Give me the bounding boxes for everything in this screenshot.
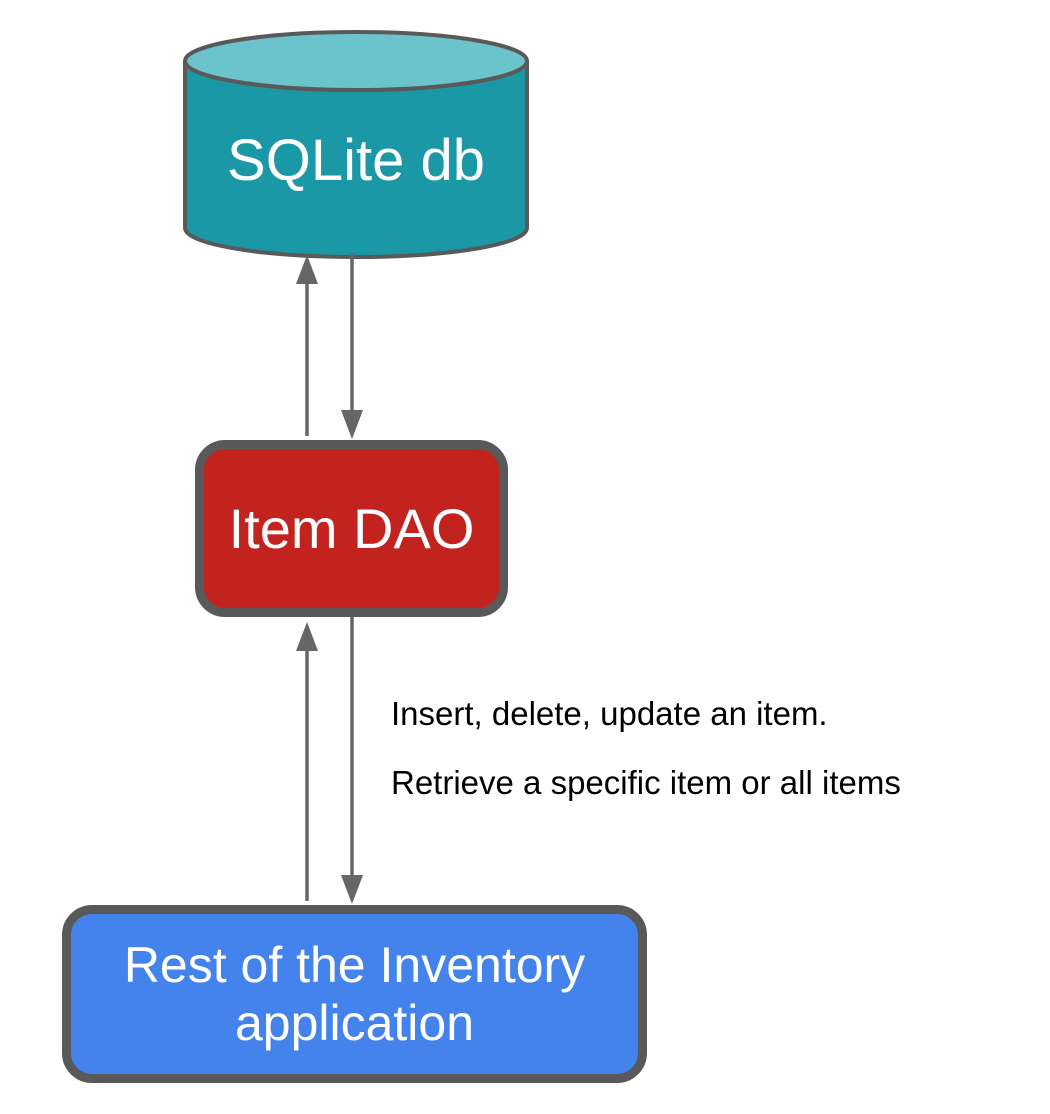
- app-node-label: Rest of the Inventory application: [123, 937, 586, 1051]
- dao-node-label: Item DAO: [228, 497, 475, 560]
- arrowhead-down-icon: [341, 410, 363, 439]
- edge-annotation: Insert, delete, update an item. Retrieve…: [391, 694, 901, 803]
- arrow-db-to-dao: [341, 253, 363, 439]
- edge-annotation-line1: Insert, delete, update an item.: [391, 695, 828, 732]
- database-cylinder-top: [183, 30, 529, 92]
- arrowhead-down-icon: [341, 875, 363, 904]
- edge-annotation-line2: Retrieve a specific item or all items: [391, 764, 901, 801]
- arrowhead-up-icon: [296, 622, 318, 651]
- arrow-app-to-dao: [296, 622, 318, 901]
- app-node: Rest of the Inventory application: [62, 905, 647, 1083]
- dao-node: Item DAO: [195, 440, 508, 617]
- arrowhead-up-icon: [296, 255, 318, 284]
- database-node-label: SQLite db: [227, 127, 485, 193]
- arrow-dao-to-db: [296, 255, 318, 436]
- arrow-dao-to-app: [341, 617, 363, 904]
